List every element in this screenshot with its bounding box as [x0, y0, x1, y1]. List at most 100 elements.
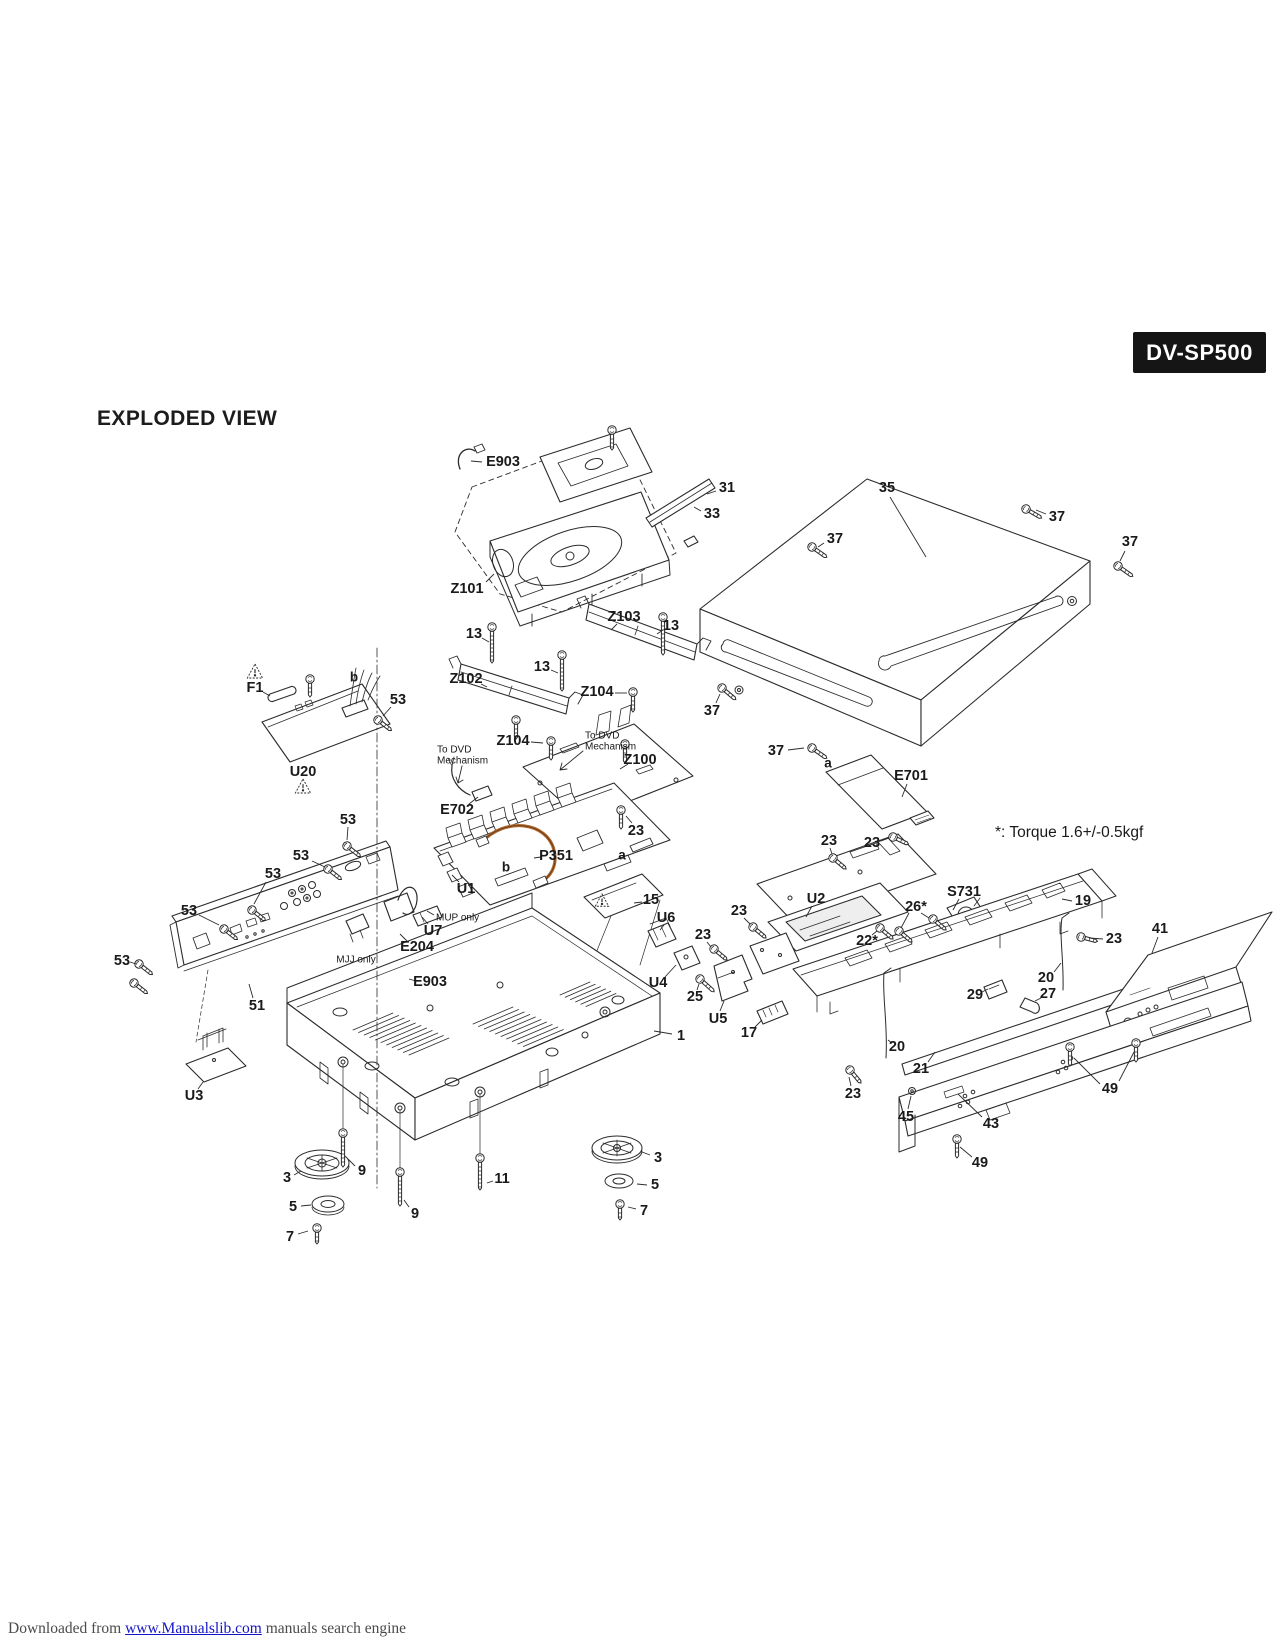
part-label-1-66: 1 [677, 1028, 685, 1044]
screw-icon [1131, 1038, 1141, 1063]
screw-icon [888, 832, 910, 846]
part-label-z104-13: Z104 [580, 684, 613, 700]
screw-icon [247, 905, 267, 921]
screw-icon [607, 425, 617, 451]
part-label-to-dvd-19: To DVD [437, 745, 471, 756]
leader-lines [129, 460, 1159, 1235]
part-label-7-82: 7 [640, 1203, 648, 1219]
vent-slots [472, 1006, 570, 1050]
part-label-22-52: 22* [856, 933, 878, 949]
part-label-u4-61: U4 [649, 975, 668, 991]
part-label-45-72: 45 [898, 1109, 914, 1125]
part-label-b-38: b [502, 860, 510, 875]
screw-icon [952, 1134, 962, 1159]
part-label-e903-0: E903 [486, 454, 520, 470]
screw-icon [305, 674, 315, 698]
part-label-5-80: 5 [289, 1199, 297, 1215]
part-label-u2-40: U2 [807, 891, 826, 907]
part-label-5-79: 5 [651, 1177, 659, 1193]
screw-icon [894, 926, 913, 943]
part-label-53-16: 53 [390, 692, 406, 708]
screw-icon [129, 978, 149, 994]
screw-icon [1113, 561, 1134, 577]
part-label-37-4: 37 [827, 531, 843, 547]
part-label-z104-18: Z104 [496, 733, 529, 749]
part-label-37-6: 37 [1122, 534, 1138, 550]
footer-suffix: manuals search engine [261, 1620, 407, 1637]
part-label-31-1: 31 [719, 480, 735, 496]
screw-icon [807, 743, 828, 759]
part-label-35-3: 35 [879, 480, 895, 496]
part-label-11-78: 11 [494, 1171, 509, 1187]
part-label-53-37: 53 [265, 866, 281, 882]
screw-icon [845, 1065, 862, 1084]
part-label-27-59: 27 [1040, 986, 1056, 1002]
part-label-23-31: 23 [821, 833, 837, 849]
footer-prefix: Downloaded from [8, 1620, 126, 1637]
part-label-15-41: 15 [643, 892, 659, 908]
screw-icon [615, 1199, 625, 1221]
part-label-17-65: 17 [741, 1025, 757, 1041]
part-label-23-48: 23 [731, 903, 747, 919]
vent-slots [559, 981, 617, 1007]
footer-watermark: Downloaded from www.Manualslib.com manua… [8, 1620, 406, 1638]
part-label-37-24: 37 [768, 743, 784, 759]
screw-icon [628, 687, 638, 713]
screw-icon [373, 715, 393, 731]
part-label-23-53: 23 [1106, 931, 1122, 947]
screw-icon [875, 923, 894, 940]
screw-icon [395, 1167, 405, 1207]
part-label-25-62: 25 [687, 989, 703, 1005]
part-label-mjj-only-55: MJJ only [336, 955, 375, 966]
part-label-9-81: 9 [411, 1206, 419, 1222]
part-label-u7-49: U7 [424, 923, 443, 939]
manualslib-link[interactable]: www.Manualslib.com [125, 1620, 262, 1637]
screw-icon [928, 914, 947, 931]
part-label-to-dvd-21: To DVD [585, 731, 619, 742]
screw-icon [557, 650, 567, 692]
part-label-53-56: 53 [114, 953, 130, 969]
torque-note: *: Torque 1.6+/-0.5kgf [995, 824, 1144, 841]
part-label-23-32: 23 [864, 835, 880, 851]
part-label-z103-8: Z103 [607, 609, 640, 625]
part-label-z101-7: Z101 [450, 581, 483, 597]
part-label-37-5: 37 [1049, 509, 1065, 525]
screw-icon [134, 959, 154, 975]
part-label-3-74: 3 [283, 1170, 291, 1186]
screw-icon [1021, 504, 1043, 519]
screw-icon [717, 683, 737, 701]
part-label-a-26: a [824, 756, 832, 771]
part-label-mup-only-46: MUP only [436, 913, 479, 924]
part-label-7-83: 7 [286, 1229, 294, 1245]
warning-triangle-icon [594, 893, 610, 907]
part-label-e701-27: E701 [894, 768, 928, 784]
part-label-f1-15: F1 [247, 680, 264, 696]
part-label-19-43: 19 [1075, 893, 1091, 909]
part-label-13-10: 13 [466, 626, 482, 642]
part-label-43-73: 43 [983, 1116, 999, 1132]
part-label-u3-69: U3 [185, 1088, 204, 1104]
part-label-23-29: 23 [628, 823, 644, 839]
part-label-53-30: 53 [340, 812, 356, 828]
model-badge: DV-SP500 [1133, 332, 1266, 373]
screw-icon [323, 864, 343, 880]
part-label-9-75: 9 [358, 1163, 366, 1179]
part-label-23-70: 23 [845, 1086, 861, 1102]
part-label-e903-60: E903 [413, 974, 447, 990]
screw-icon [709, 944, 728, 961]
part-label-49-71: 49 [1102, 1081, 1118, 1097]
part-label-z100-23: Z100 [623, 752, 656, 768]
part-label-mechanism-20: Mechanism [437, 756, 488, 767]
part-label-a-36: a [618, 848, 626, 863]
part-label-20-58: 20 [1038, 970, 1054, 986]
screw-icon [312, 1223, 322, 1245]
part-label-33-2: 33 [704, 506, 720, 522]
part-label-p351-35: P351 [539, 848, 573, 864]
part-label-u20-25: U20 [290, 764, 317, 780]
screw-icon [511, 715, 521, 740]
page-title: EXPLODED VIEW [97, 407, 278, 430]
screw-icon [546, 736, 556, 761]
part-label-13-11: 13 [534, 659, 550, 675]
